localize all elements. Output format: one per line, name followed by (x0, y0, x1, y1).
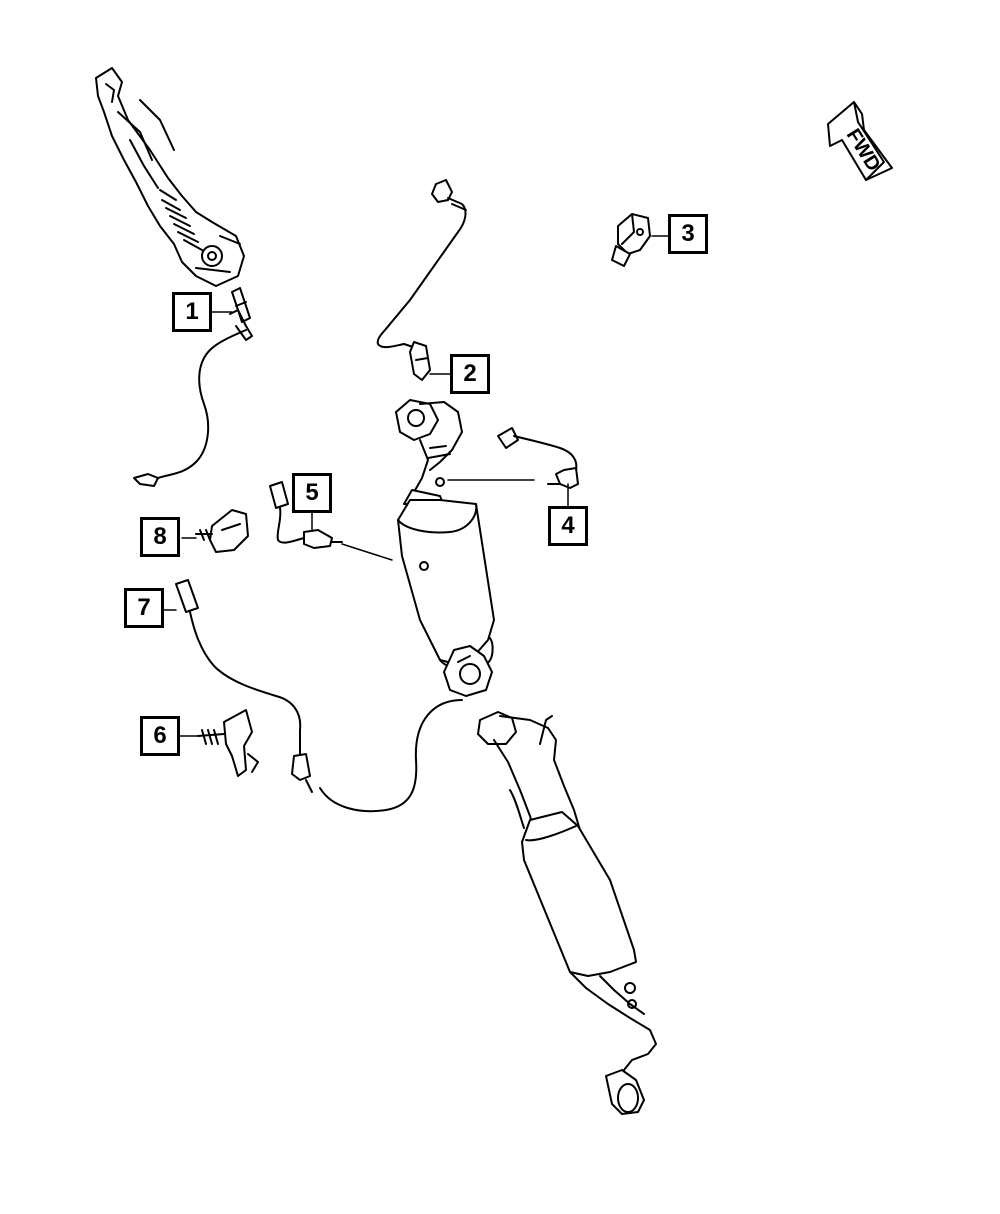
part-1-sensor-harness (133, 287, 253, 487)
callout-7[interactable]: 7 (124, 588, 164, 628)
part-2-sensor-harness (376, 179, 467, 381)
rear-exhaust-muffler (477, 711, 657, 1115)
part-3-sensor (611, 213, 651, 267)
part-5-sensor (269, 481, 343, 549)
callout-5[interactable]: 5 (292, 473, 332, 513)
callout-3[interactable]: 3 (668, 214, 708, 254)
callout-6[interactable]: 6 (140, 716, 180, 756)
callout-4[interactable]: 4 (548, 506, 588, 546)
fwd-direction-arrow (827, 101, 893, 181)
leader-lines (163, 235, 669, 737)
part-7-sensor-harness (175, 579, 463, 813)
part-8-bracket (195, 509, 249, 553)
callout-1[interactable]: 1 (172, 292, 212, 332)
part-6-bolt-bracket (197, 709, 259, 777)
part-4-sensor-harness (497, 427, 579, 489)
turbo-manifold-assembly (95, 67, 245, 287)
callout-2[interactable]: 2 (450, 354, 490, 394)
dpf-catalyst-assembly (395, 399, 495, 697)
callout-8[interactable]: 8 (140, 517, 180, 557)
